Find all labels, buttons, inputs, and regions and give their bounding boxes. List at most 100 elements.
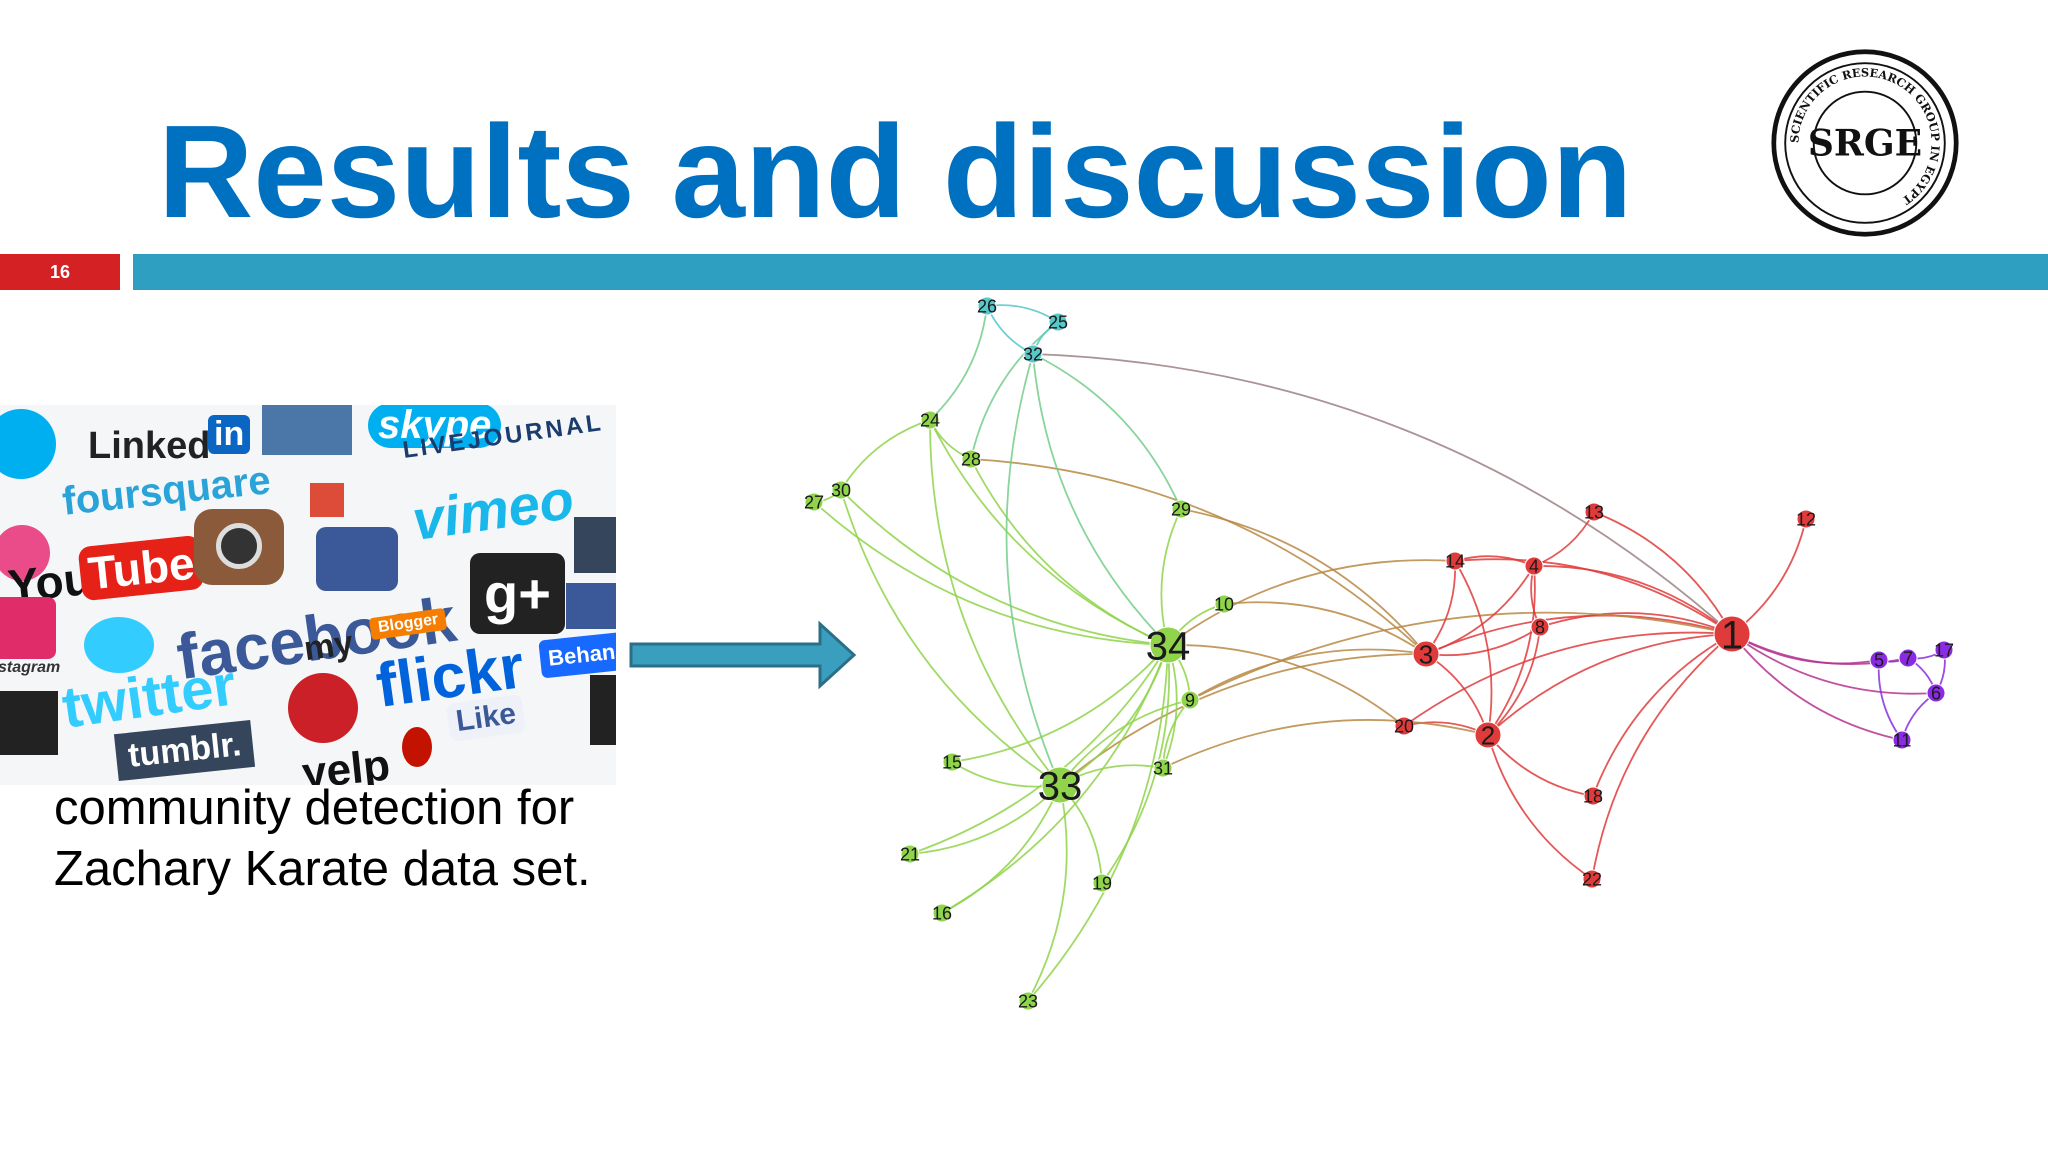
network-node-label: 14 [1445, 551, 1465, 571]
network-node-label: 25 [1048, 312, 1068, 332]
logo-text: SRGE [1808, 121, 1922, 164]
network-node: 33 [1038, 764, 1083, 808]
network-node: 10 [1214, 594, 1234, 614]
network-node: 16 [932, 903, 952, 923]
network-node-label: 18 [1583, 786, 1603, 806]
network-edge [1027, 644, 1169, 1002]
network-node-circle [1582, 869, 1602, 889]
network-node: 9 [1180, 690, 1200, 710]
network-node-circle [1898, 648, 1918, 668]
network-edge [1425, 626, 1541, 657]
network-edge [1877, 659, 1903, 741]
network-edge [970, 458, 1427, 655]
network-edge [1487, 626, 1541, 736]
network-node: 18 [1583, 786, 1603, 806]
collage-text: skype [368, 405, 502, 448]
network-node-circle [1583, 786, 1603, 806]
network-edge [929, 419, 1061, 786]
network-node-circle [1092, 873, 1112, 893]
network-node: 20 [1394, 716, 1414, 736]
network-node-circle [1474, 721, 1502, 749]
network-node-circle [1412, 640, 1440, 668]
network-node: 6 [1926, 683, 1946, 703]
network-node-label: 30 [831, 480, 851, 500]
facebook-small-icon [566, 583, 616, 629]
network-node: 3 [1412, 639, 1440, 669]
network-node: 30 [831, 480, 851, 500]
collage-text: Linked [88, 425, 211, 467]
network-edge [1005, 353, 1061, 786]
network-edge [1059, 699, 1191, 786]
dark-app-icon [590, 675, 616, 745]
network-edge [1593, 511, 1733, 635]
network-edge [840, 489, 1061, 786]
network-node-label: 5 [1874, 650, 1884, 670]
network-node: 12 [1796, 509, 1816, 529]
network-node-circle [1180, 690, 1200, 710]
network-edge [840, 489, 1169, 646]
network-edge [1223, 601, 1427, 655]
network-node-label: 22 [1582, 869, 1602, 889]
network-node-label: 8 [1535, 617, 1545, 637]
slide-number-badge: 16 [0, 254, 120, 290]
collage-text: stagram [0, 659, 61, 676]
network-edge [1403, 631, 1733, 727]
network-node-label: 3 [1419, 639, 1433, 669]
network-edge [1189, 648, 1427, 701]
network-edge [1032, 353, 1182, 510]
plus-app-icon [0, 691, 58, 755]
network-node-circle [1713, 615, 1751, 653]
tumblr-small-icon [574, 517, 616, 573]
network-node: 32 [1023, 344, 1043, 364]
network-edge [1454, 555, 1535, 567]
network-node-label: 31 [1153, 758, 1173, 778]
network-edge [813, 501, 1169, 646]
right-arrow-icon [629, 620, 857, 690]
yelp-burst-icon [402, 727, 432, 767]
srge-logo: SCIENTIFIC RESEARCH GROUP IN EGYPT SRGE [1771, 49, 1959, 237]
network-edge [1487, 734, 1593, 880]
network-node: 5 [1869, 650, 1889, 670]
network-node: 17 [1934, 640, 1954, 660]
network-node: 23 [1018, 991, 1038, 1011]
network-edge [1591, 633, 1733, 880]
vk-logo-icon [262, 405, 352, 455]
network-node-circle [977, 296, 997, 316]
collage-text: my [301, 623, 356, 669]
network-node-label: 6 [1931, 683, 1941, 703]
network-node-circle [1524, 556, 1544, 576]
network-node-label: 15 [942, 752, 962, 772]
network-edge [1592, 633, 1733, 797]
network-node-circle [1584, 502, 1604, 522]
network-edge [1032, 353, 1169, 646]
network-node-circle [1214, 594, 1234, 614]
network-edge [840, 419, 931, 491]
network-edge [1167, 559, 1456, 646]
network-edge [1731, 633, 1937, 695]
network-node: 8 [1530, 617, 1550, 637]
dribbble-logo-icon [0, 525, 50, 581]
network-node: 14 [1445, 551, 1465, 571]
network-node-circle [932, 903, 952, 923]
network-node-label: 16 [932, 903, 952, 923]
network-edge [1032, 353, 1733, 635]
network-node-label: 12 [1796, 509, 1816, 529]
network-edge [1059, 653, 1427, 786]
network-edge [1487, 633, 1733, 736]
thumbs-up-icon [316, 527, 398, 591]
network-node: 26 [977, 296, 997, 316]
network-edge [909, 644, 1169, 855]
network-edge [1454, 560, 1493, 736]
network-edge [1533, 565, 1733, 635]
twitter-bird-icon [84, 617, 154, 673]
network-node-circle [1149, 626, 1187, 664]
google-plus-small-icon [310, 483, 344, 517]
network-node-circle [804, 492, 824, 512]
network-node-label: 24 [920, 410, 940, 430]
network-node-circle [1445, 551, 1465, 571]
network-node-label: 33 [1038, 764, 1083, 808]
network-node-circle [1926, 683, 1946, 703]
network-node: 29 [1171, 499, 1191, 519]
network-edge [909, 784, 1061, 855]
collage-text: Behance [538, 629, 616, 679]
